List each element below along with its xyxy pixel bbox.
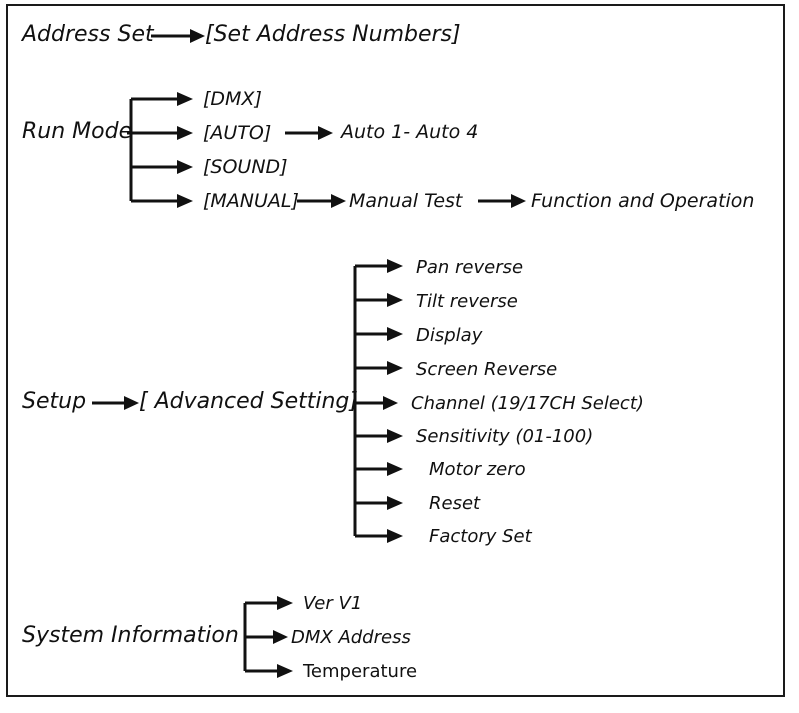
node-reset[interactable]: Reset [429,493,481,514]
node-setup[interactable]: Setup [22,389,87,414]
node-display[interactable]: Display [416,325,483,346]
node-address-set[interactable]: Address Set [22,22,154,47]
node-set-address-numbers[interactable]: [Set Address Numbers] [205,22,461,47]
node-sound[interactable]: [SOUND] [203,156,288,178]
node-tilt-reverse[interactable]: Tilt reverse [416,291,518,312]
node-dmx[interactable]: [DMX] [203,88,262,110]
node-manual-test[interactable]: Manual Test [349,190,463,212]
diagram-border-frame [6,4,785,697]
node-pan-reverse[interactable]: Pan reverse [416,257,524,278]
node-temperature[interactable]: Temperature [303,661,418,682]
node-system-information[interactable]: System Information [22,623,239,648]
node-manual[interactable]: [MANUAL] [203,190,299,212]
node-ver-v1[interactable]: Ver V1 [303,593,363,614]
node-sensitivity[interactable]: Sensitivity (01-100) [416,426,594,447]
node-advanced-setting[interactable]: [ Advanced Setting] [139,389,358,414]
node-function-and-operation[interactable]: Function and Operation [531,190,755,212]
node-auto-range[interactable]: Auto 1- Auto 4 [341,121,479,143]
node-motor-zero[interactable]: Motor zero [429,459,526,480]
node-auto[interactable]: [AUTO] [203,122,272,144]
node-run-mode[interactable]: Run Mode [22,119,133,144]
node-factory-set[interactable]: Factory Set [429,526,532,547]
node-screen-reverse[interactable]: Screen Reverse [416,359,558,380]
node-dmx-address[interactable]: DMX Address [291,627,411,648]
node-channel[interactable]: Channel (19/17CH Select) [411,393,644,414]
